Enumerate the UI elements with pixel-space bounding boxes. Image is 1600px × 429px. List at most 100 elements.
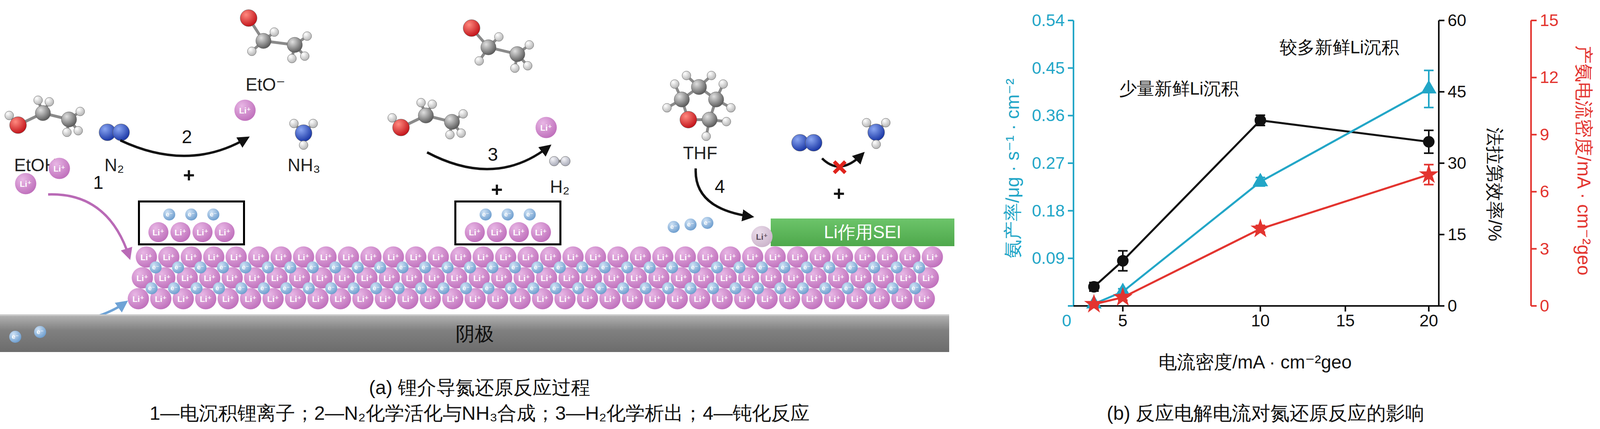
electron: e⁻	[168, 282, 181, 295]
node-label: 阴极	[455, 322, 495, 345]
electron: e⁻	[486, 261, 499, 274]
tick-label: 0	[1061, 311, 1072, 331]
electron: e⁻	[392, 282, 405, 295]
tick-mark	[1531, 76, 1537, 79]
electron: e⁻	[845, 261, 858, 274]
tick-mark	[1067, 114, 1074, 117]
electron: e⁻	[482, 282, 495, 295]
step-number: 1	[93, 172, 104, 194]
caption: 1—电沉积锂离子；2—N₂化学活化与NH₃合成；3—H₂化学析出；4—钝化反应	[149, 402, 810, 425]
plus-sign: +	[490, 178, 503, 202]
tick-label: 15	[1447, 224, 1467, 245]
axis-title: 产氨电流密度/mA · cm⁻²geo	[1573, 45, 1595, 276]
electron: e⁻	[684, 282, 697, 295]
tick-mark	[1531, 190, 1537, 193]
tick-label: 9	[1539, 125, 1550, 145]
electron: e⁻	[479, 208, 492, 221]
tick-mark	[1438, 91, 1445, 93]
electron: e⁻	[207, 208, 220, 221]
electron: e⁻	[598, 261, 611, 274]
tick-label: 0	[1447, 296, 1457, 316]
data-marker	[1112, 287, 1133, 306]
electron: e⁻	[890, 261, 903, 274]
axis-title: 法拉第效率/%	[1484, 127, 1506, 242]
electron: e⁻	[617, 282, 630, 295]
annotation: 少量新鲜Li沉积	[1119, 78, 1239, 100]
electron: e⁻	[508, 261, 521, 274]
electron: e⁻	[501, 208, 514, 221]
lithium-ion: Li⁺	[486, 222, 507, 243]
tick-label: 0.36	[1031, 105, 1065, 126]
data-marker	[1088, 281, 1100, 293]
lithium-ion: Li⁺	[214, 222, 235, 243]
electron: e⁻	[667, 220, 680, 233]
tick-mark	[1427, 305, 1430, 312]
step-number: 4	[714, 176, 726, 198]
electron: e⁻	[441, 261, 454, 274]
electron: e⁻	[733, 261, 746, 274]
electron: e⁻	[643, 261, 656, 274]
electron: e⁻	[549, 282, 562, 295]
molecule	[4, 95, 85, 137]
tick-label: 0	[1539, 296, 1550, 316]
tick-mark	[1438, 305, 1445, 307]
blocked-cross	[834, 161, 846, 173]
electron: e⁻	[666, 261, 679, 274]
tick-mark	[1438, 19, 1445, 22]
electron: e⁻	[374, 261, 387, 274]
electron: e⁻	[913, 261, 926, 274]
electron: e⁻	[864, 282, 877, 295]
cathode-band: 阴极	[0, 314, 950, 353]
electron: e⁻	[594, 282, 607, 295]
electron: e⁻	[774, 282, 787, 295]
electron: e⁻	[194, 261, 207, 274]
electron: e⁻	[729, 282, 742, 295]
data-line	[1093, 120, 1429, 287]
tick-mark	[1067, 19, 1074, 22]
tick-mark	[1067, 305, 1074, 307]
tick-label: 15	[1336, 311, 1355, 331]
electron: e⁻	[463, 261, 476, 274]
electron: e⁻	[190, 282, 203, 295]
electron: e⁻	[419, 261, 432, 274]
data-marker	[1421, 80, 1437, 94]
axis-line	[1073, 305, 1439, 307]
tick-label: 10	[1251, 311, 1270, 331]
tick-label: 12	[1539, 67, 1559, 88]
molecule	[791, 134, 823, 152]
tick-label: 3	[1539, 238, 1550, 259]
molecule	[387, 98, 468, 140]
electron: e⁻	[9, 330, 22, 343]
caption: (a) 锂介导氮还原反应过程	[368, 376, 591, 399]
data-marker	[1254, 114, 1267, 127]
lithium-ion: Li⁺	[48, 157, 71, 180]
electron: e⁻	[284, 261, 297, 274]
reaction-arrow	[695, 168, 751, 217]
electron: e⁻	[710, 261, 724, 274]
lithium-ion: Li⁺	[148, 222, 169, 243]
electron: e⁻	[909, 282, 922, 295]
electron: e⁻	[684, 218, 697, 231]
plus-sign: +	[182, 164, 195, 188]
sei-layer: Li作用SEI	[770, 218, 955, 247]
molecule-label: NH₃	[287, 155, 320, 176]
node-label: Li作用SEI	[823, 222, 902, 243]
molecule	[549, 156, 571, 167]
electron: e⁻	[216, 261, 229, 274]
electron: e⁻	[329, 261, 342, 274]
bracket-box: e⁻e⁻e⁻Li⁺Li⁺Li⁺Li⁺	[454, 200, 562, 246]
electron: e⁻	[212, 282, 225, 295]
electron: e⁻	[504, 282, 517, 295]
electron: e⁻	[239, 261, 252, 274]
axis-title: 电流密度/mA · cm⁻²geo	[1158, 351, 1352, 373]
electron: e⁻	[261, 261, 274, 274]
tick-mark	[1531, 19, 1537, 22]
electron: e⁻	[701, 216, 714, 229]
electron: e⁻	[800, 261, 813, 274]
tick-label: 20	[1419, 311, 1439, 331]
electron: e⁻	[172, 261, 185, 274]
electron: e⁻	[706, 282, 719, 295]
lithium-ion: Li⁺	[464, 222, 485, 243]
tick-label: 5	[1117, 311, 1128, 331]
electron: e⁻	[751, 282, 764, 295]
